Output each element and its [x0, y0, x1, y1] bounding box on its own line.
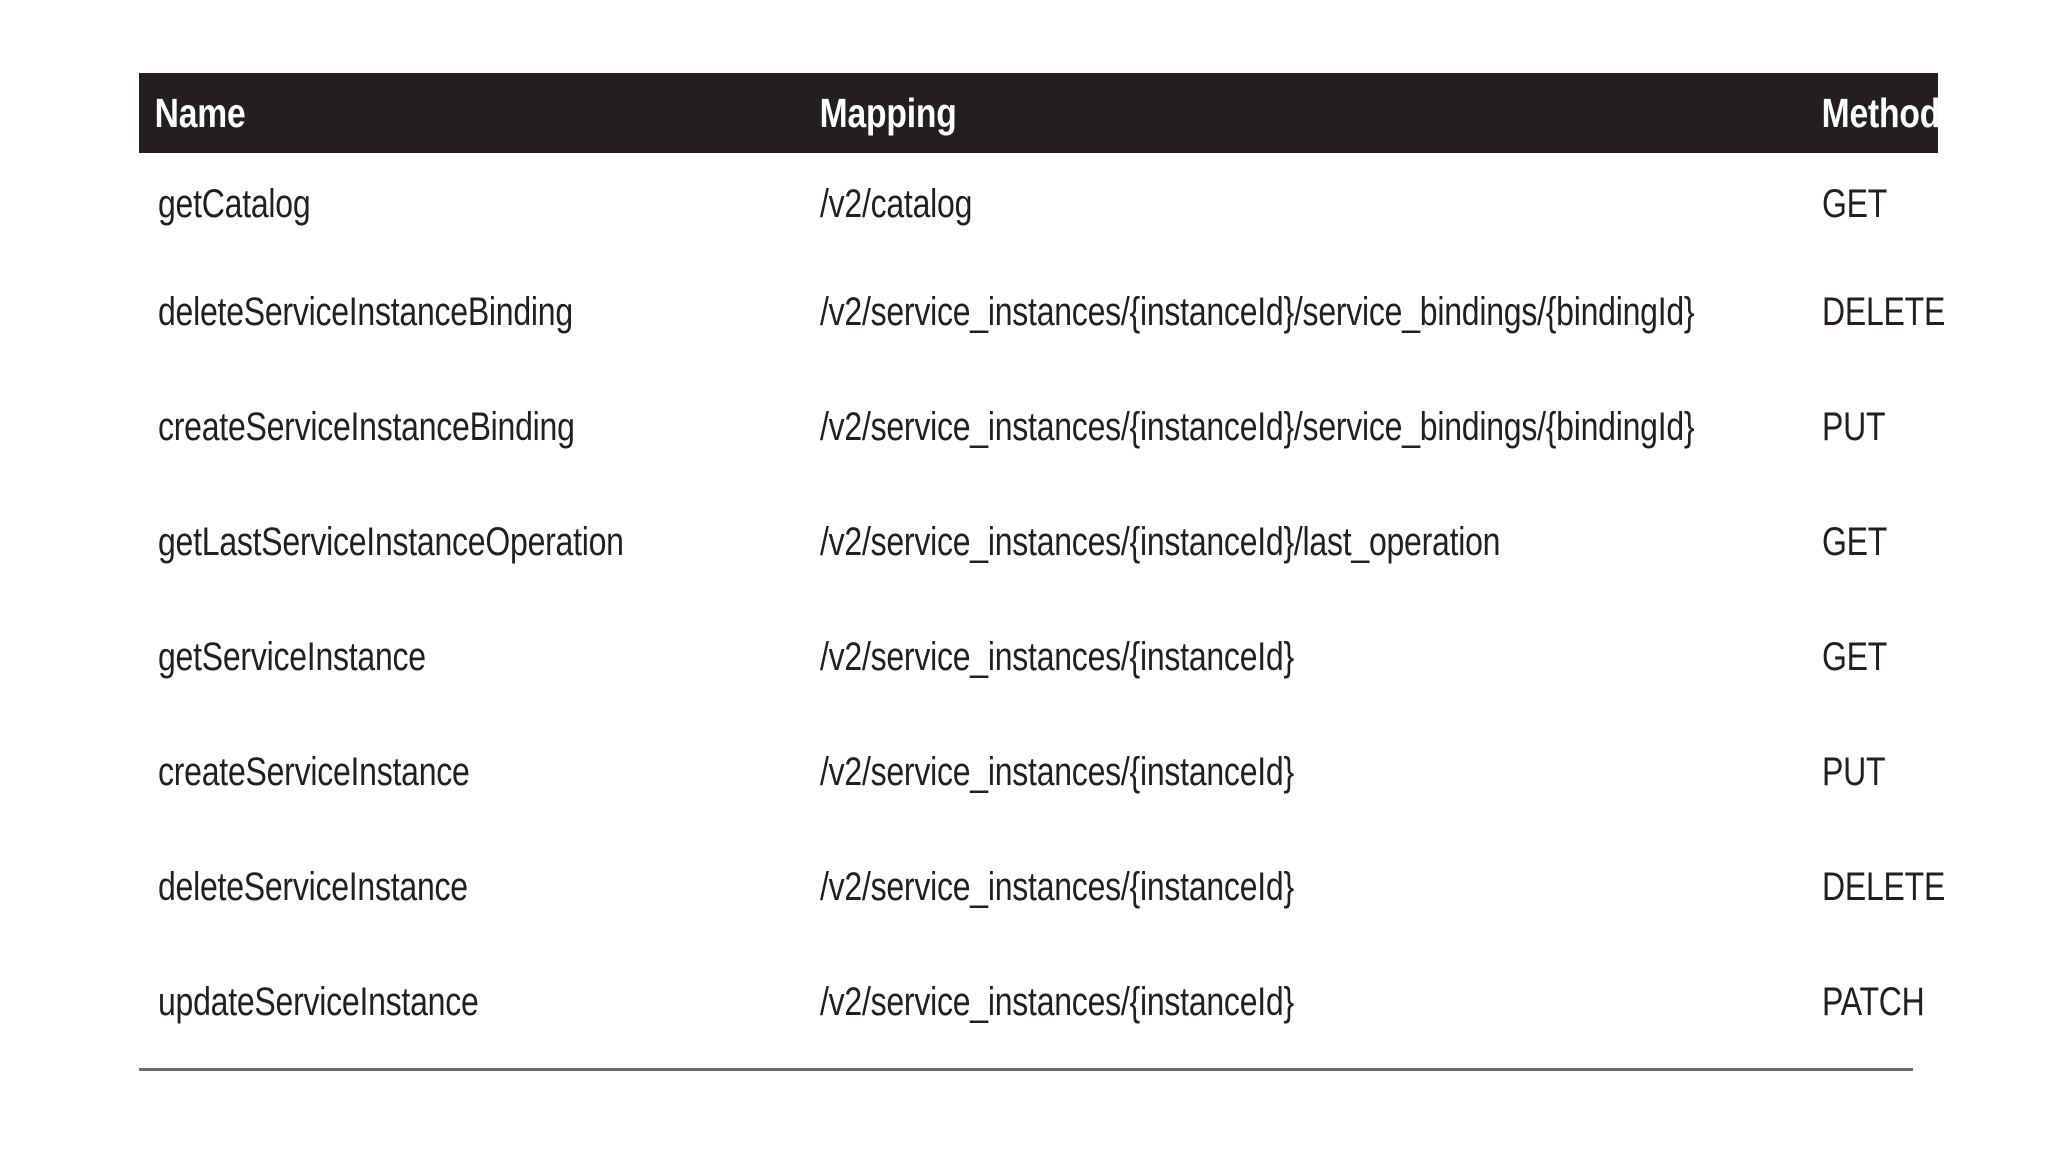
table-row: createServiceInstance /v2/service_instan… [139, 715, 1938, 830]
cell-mapping-text: /v2/service_instances/{instanceId}/last_… [820, 520, 1501, 564]
cell-mapping: /v2/service_instances/{instanceId}/servi… [818, 370, 1820, 485]
table-bottom-rule [139, 1068, 1913, 1071]
table-row: deleteServiceInstance /v2/service_instan… [139, 830, 1945, 945]
column-header-name-label: Name [154, 89, 246, 136]
cell-mapping: /v2/service_instances/{instanceId}/last_… [818, 485, 1820, 600]
cell-mapping: /v2/service_instances/{instanceId} [818, 715, 1820, 830]
cell-name-text: createServiceInstance [158, 750, 470, 794]
column-header-method: Method [1820, 73, 1941, 153]
cell-method-text: DELETE [1822, 865, 1946, 909]
cell-name: createServiceInstance [139, 715, 818, 830]
cell-name-text: getCatalog [158, 181, 311, 226]
cell-method-text: GET [1822, 181, 1888, 226]
cell-method: PATCH [1820, 945, 1938, 1060]
cell-name: updateServiceInstance [139, 945, 818, 1060]
cell-mapping: /v2/service_instances/{instanceId} [818, 945, 1820, 1060]
cell-mapping: /v2/catalog [818, 153, 1820, 255]
cell-method-text: DELETE [1822, 290, 1946, 334]
cell-mapping: /v2/service_instances/{instanceId} [818, 600, 1820, 715]
cell-name-text: getServiceInstance [158, 635, 426, 679]
cell-name-text: updateServiceInstance [158, 980, 479, 1024]
cell-mapping-text: /v2/service_instances/{instanceId} [820, 635, 1294, 679]
cell-name: getCatalog [139, 153, 818, 255]
cell-name-text: deleteServiceInstanceBinding [158, 290, 573, 334]
cell-name-text: createServiceInstanceBinding [158, 405, 575, 449]
api-endpoint-table: Name Mapping Method getCatalog /v2/catal… [139, 73, 1945, 1060]
cell-method-text: PUT [1822, 750, 1886, 794]
api-endpoint-table-wrapper: Name Mapping Method getCatalog /v2/catal… [139, 73, 1945, 1060]
cell-mapping: /v2/service_instances/{instanceId}/servi… [818, 255, 1820, 370]
cell-method-text: PUT [1822, 405, 1886, 449]
cell-method: GET [1820, 153, 1938, 255]
cell-method-text: GET [1822, 635, 1888, 679]
table-row: getLastServiceInstanceOperation /v2/serv… [139, 485, 1938, 600]
cell-name: deleteServiceInstanceBinding [139, 255, 818, 370]
cell-method: GET [1820, 485, 1938, 600]
cell-method: DELETE [1820, 830, 1945, 945]
cell-mapping-text: /v2/service_instances/{instanceId} [820, 750, 1294, 794]
table-row: deleteServiceInstanceBinding /v2/service… [139, 255, 1945, 370]
cell-method: GET [1820, 600, 1938, 715]
cell-mapping-text: /v2/service_instances/{instanceId} [820, 980, 1294, 1024]
cell-mapping: /v2/service_instances/{instanceId} [818, 830, 1820, 945]
cell-method: PUT [1820, 370, 1938, 485]
cell-name: deleteServiceInstance [139, 830, 818, 945]
column-header-mapping-label: Mapping [819, 89, 957, 136]
cell-mapping-text: /v2/service_instances/{instanceId}/servi… [820, 405, 1695, 449]
table-row: updateServiceInstance /v2/service_instan… [139, 945, 1938, 1060]
cell-name: getLastServiceInstanceOperation [139, 485, 818, 600]
column-header-mapping: Mapping [818, 73, 1640, 153]
table-body: getCatalog /v2/catalog GET deleteService… [139, 153, 1945, 1060]
cell-mapping-text: /v2/service_instances/{instanceId}/servi… [820, 290, 1695, 334]
column-header-name: Name [139, 73, 696, 153]
table-row: getCatalog /v2/catalog GET [139, 153, 1938, 255]
column-header-method-label: Method [1821, 89, 1941, 136]
cell-method-text: GET [1822, 520, 1888, 564]
cell-name-text: deleteServiceInstance [158, 865, 468, 909]
cell-name: getServiceInstance [139, 600, 818, 715]
cell-name: createServiceInstanceBinding [139, 370, 818, 485]
cell-mapping-text: /v2/service_instances/{instanceId} [820, 865, 1294, 909]
cell-method-text: PATCH [1822, 980, 1925, 1024]
table-header: Name Mapping Method [139, 73, 1941, 153]
cell-method: DELETE [1820, 255, 1945, 370]
table-row: getServiceInstance /v2/service_instances… [139, 600, 1938, 715]
cell-mapping-text: /v2/catalog [820, 181, 973, 226]
cell-name-text: getLastServiceInstanceOperation [158, 520, 624, 564]
cell-method: PUT [1820, 715, 1938, 830]
table-header-row: Name Mapping Method [139, 73, 1941, 153]
table-row: createServiceInstanceBinding /v2/service… [139, 370, 1938, 485]
